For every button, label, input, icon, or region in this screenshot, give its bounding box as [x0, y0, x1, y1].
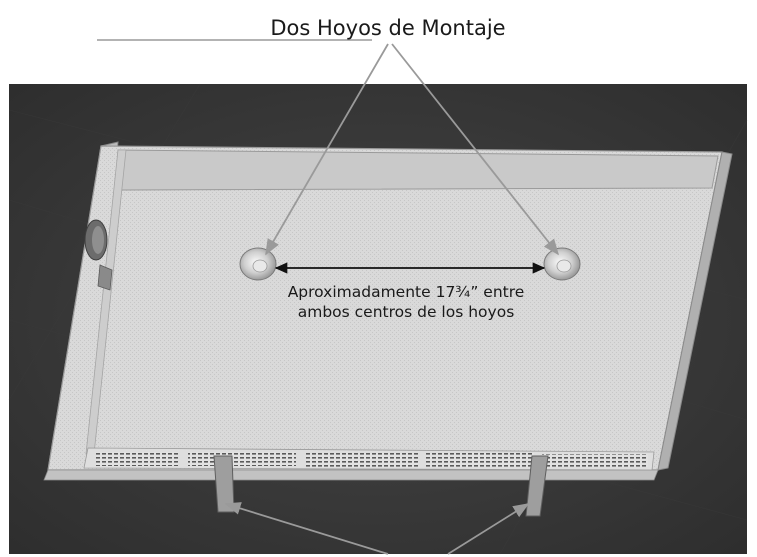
- measurement-label-line2: ambos centros de los hoyos: [298, 303, 515, 321]
- vent-slots-1: [96, 452, 178, 466]
- vent-slots-5: [542, 454, 648, 467]
- pointer-arrow-left: [265, 43, 389, 256]
- panel-right-edge: [657, 151, 733, 471]
- measurement-label-line1: Aproximadamente 17¾” entre: [288, 283, 525, 301]
- support-foot-left: [213, 455, 235, 513]
- vent-strip: [83, 447, 655, 471]
- vent-slots-4: [426, 453, 534, 467]
- mounting-hole-left: [239, 247, 277, 281]
- support-foot-right: [525, 455, 549, 517]
- pointer-arrow-bottom-left: [224, 502, 389, 555]
- vent-slots-2: [188, 452, 296, 466]
- diagram-title: Dos Hoyos de Montaje: [270, 16, 505, 40]
- control-knob-face: [92, 226, 104, 254]
- heater-panel: [43, 141, 733, 517]
- mounting-hole-right: [543, 247, 581, 281]
- panel-top-bar: [115, 149, 719, 191]
- vent-slots-3: [306, 453, 418, 467]
- control-tab: [97, 264, 113, 291]
- panel-bottom-rim: [43, 469, 659, 481]
- pointer-arrow-bottom-right: [447, 503, 530, 555]
- pointer-arrow-right: [391, 43, 560, 256]
